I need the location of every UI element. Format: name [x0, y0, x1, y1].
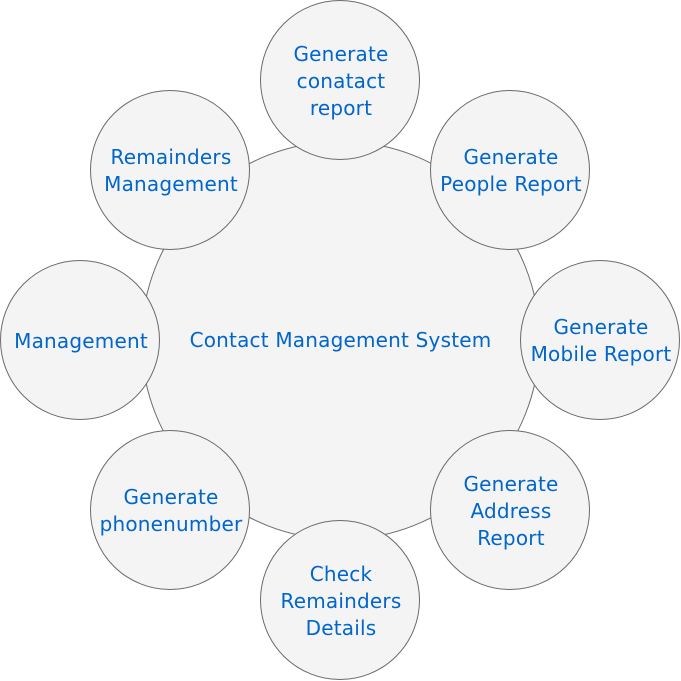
node-label: Check Remainders Details: [280, 561, 402, 640]
node-remainders-management: Remainders Management: [90, 90, 250, 250]
node-generate-contact-report: Generate conatact report: [260, 0, 420, 160]
node-label: Remainders Management: [104, 145, 238, 196]
node-label: Generate phonenumber: [99, 485, 243, 536]
node-label: Generate People Report: [440, 145, 582, 196]
node-label: Management: [14, 328, 148, 353]
node-generate-mobile-report: Generate Mobile Report: [520, 260, 680, 420]
node-check-remainders-details: Check Remainders Details: [260, 520, 420, 680]
node-generate-phonenumber: Generate phonenumber: [90, 430, 250, 590]
node-generate-people-report: Generate People Report: [430, 90, 590, 250]
node-label: Generate Mobile Report: [530, 315, 672, 366]
center-label: Contact Management System: [189, 328, 492, 352]
node-label: Generate conatact report: [293, 41, 389, 120]
node-management: Management: [0, 260, 160, 420]
node-generate-address-report: Generate Address Report: [430, 430, 590, 590]
node-label: Generate Address Report: [463, 471, 559, 550]
